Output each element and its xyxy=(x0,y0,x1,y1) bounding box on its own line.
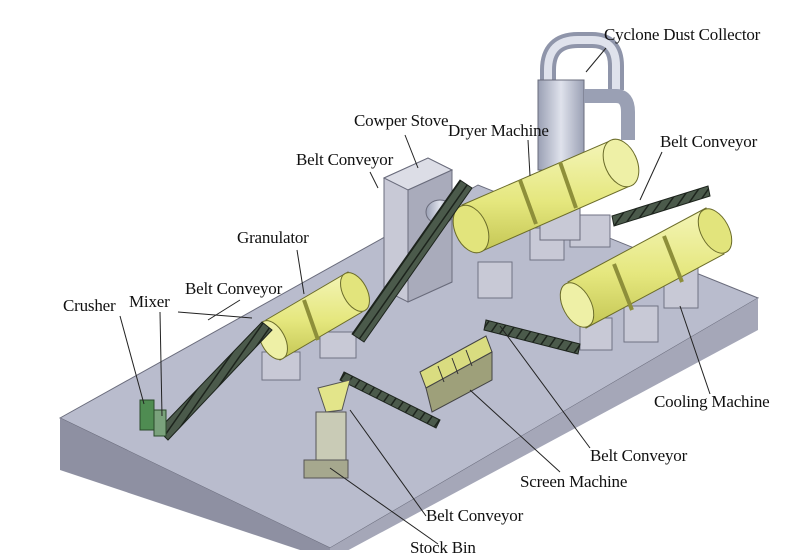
label-granulator: Granulator xyxy=(237,228,309,247)
label-cowper-stove: Cowper Stove xyxy=(354,111,449,130)
crusher-mixer xyxy=(139,399,167,437)
label-belt-conveyor-top: Belt Conveyor xyxy=(296,150,394,169)
conveyor-bottom xyxy=(339,371,441,429)
label-belt-conveyor-bottom: Belt Conveyor xyxy=(426,506,524,525)
conveyor-screen xyxy=(483,319,581,355)
label-cooling-machine: Cooling Machine xyxy=(654,392,770,411)
dryer-drum xyxy=(452,138,640,254)
cooling-drum xyxy=(559,207,733,329)
screen-machine xyxy=(419,335,493,413)
conveyor-right xyxy=(611,185,711,227)
label-dryer-machine: Dryer Machine xyxy=(448,121,549,140)
label-mixer: Mixer xyxy=(129,292,170,311)
conveyors xyxy=(157,179,711,441)
label-crusher: Crusher xyxy=(63,296,116,315)
label-belt-conveyor-lower-right: Belt Conveyor xyxy=(590,446,688,465)
label-belt-conveyor-left: Belt Conveyor xyxy=(185,279,283,298)
leader-lines xyxy=(119,47,711,545)
label-screen-machine: Screen Machine xyxy=(520,472,628,491)
conveyor-left xyxy=(157,321,273,441)
label-belt-conveyor-right: Belt Conveyor xyxy=(660,132,758,151)
label-cyclone-dust-collector: Cyclone Dust Collector xyxy=(604,25,761,44)
label-stock-bin: Stock Bin xyxy=(410,538,476,557)
conveyor-middle xyxy=(351,179,473,343)
